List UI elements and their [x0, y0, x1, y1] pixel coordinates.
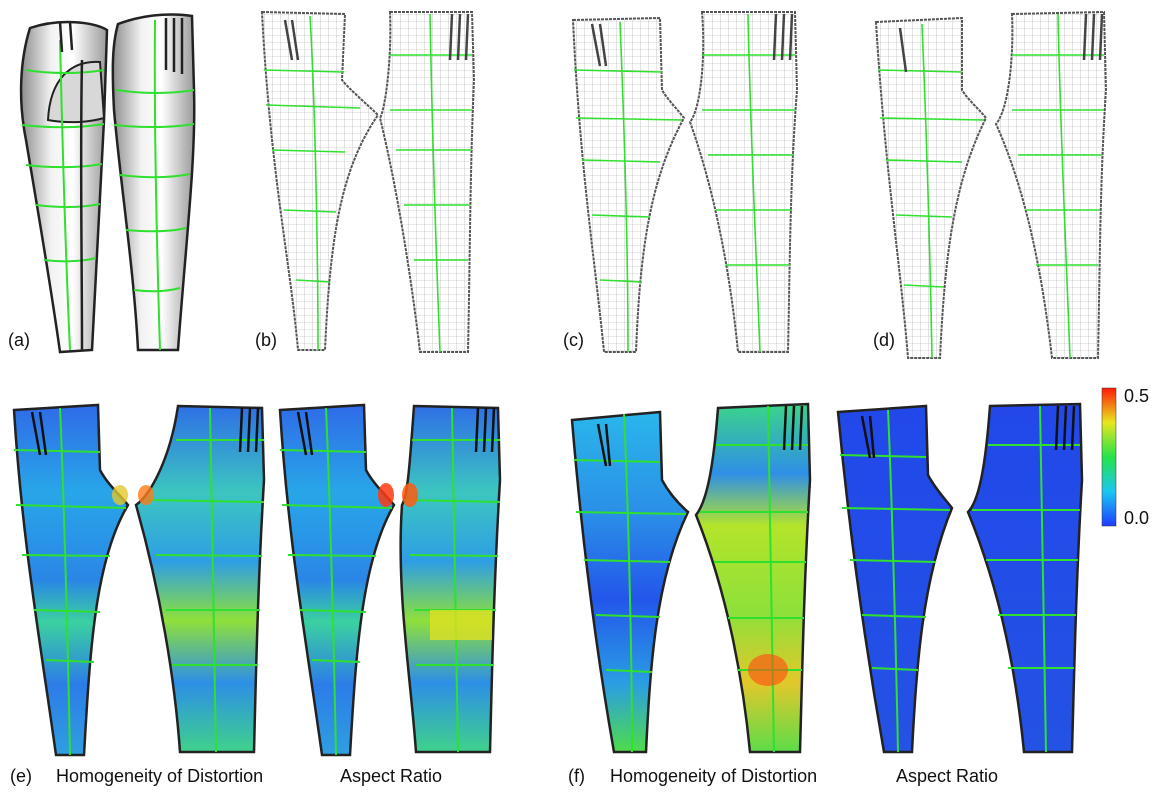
caption-f-homogeneity: Homogeneity of Distortion — [610, 766, 818, 786]
panel-label-e: (e) — [10, 766, 32, 786]
panel-a-3d-model — [19, 13, 196, 354]
panel-label-c: (c) — [563, 330, 584, 350]
colorbar-gradient — [1101, 387, 1117, 527]
caption-e-homogeneity: Homogeneity of Distortion — [56, 766, 264, 786]
caption-e-aspect: Aspect Ratio — [340, 766, 443, 786]
panel-b-mesh — [260, 10, 476, 353]
panel-c-mesh — [571, 11, 799, 353]
panel-e-homogeneity — [12, 403, 266, 757]
panel-e-aspect-ratio — [278, 403, 502, 757]
panel-label-a: (a) — [8, 330, 30, 350]
caption-f-aspect: Aspect Ratio — [896, 766, 999, 786]
panel-label-b: (b) — [255, 330, 277, 350]
panel-d-mesh — [874, 10, 1108, 359]
panel-label-f: (f) — [568, 766, 585, 786]
3d-back-leg — [111, 13, 196, 352]
colorbar-min-label: 0.0 — [1124, 508, 1150, 528]
colorbar-max-label: 0.5 — [1124, 386, 1150, 406]
panel-label-d: (d) — [873, 330, 895, 350]
panel-f-aspect-ratio — [836, 402, 1084, 754]
panel-f-homogeneity — [570, 402, 812, 754]
